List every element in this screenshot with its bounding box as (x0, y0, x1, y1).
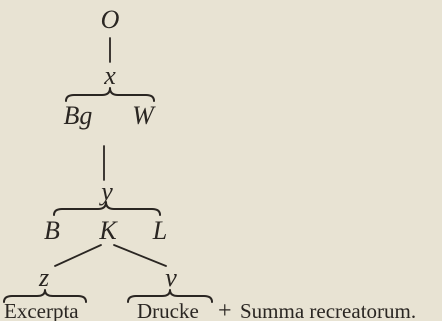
label-drucke: Drucke (137, 299, 199, 321)
node-x: x (103, 61, 116, 90)
brace-x (65, 87, 155, 102)
node-y: y (98, 177, 113, 206)
brace-v (127, 289, 213, 303)
node-l: L (152, 216, 167, 245)
edge-k-z (54, 244, 102, 267)
node-o: O (101, 5, 120, 34)
node-v: v (165, 263, 177, 292)
node-w: W (132, 101, 156, 130)
edge-k-v (113, 244, 167, 267)
brace-y (53, 201, 161, 216)
node-k: K (98, 216, 118, 245)
brace-z (3, 289, 87, 303)
node-bg: Bg (64, 101, 93, 130)
label-excerpta: Excerpta (4, 299, 79, 321)
label-plus: + (218, 298, 232, 321)
node-z: z (38, 263, 49, 292)
label-summa: Summa recreatorum. (240, 299, 416, 321)
node-b: B (44, 216, 60, 245)
